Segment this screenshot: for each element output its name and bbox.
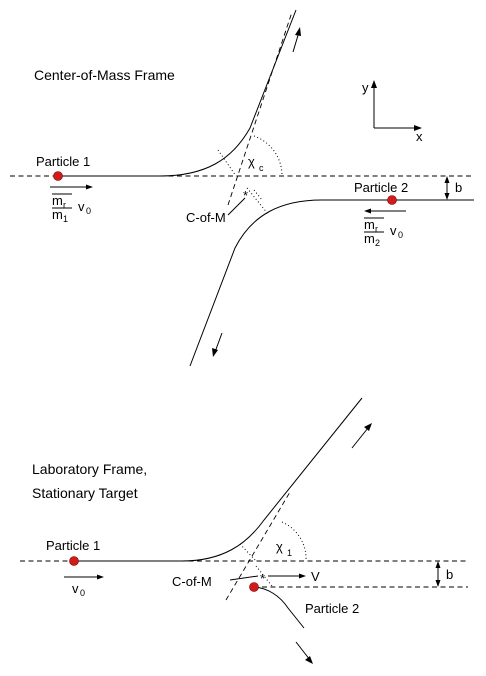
cm-com-label: C-of-M [186, 210, 226, 225]
lab-b-arrow-top [435, 561, 441, 568]
cm-trajectory-particle1 [58, 9, 297, 177]
cm-angle-label: χ c [248, 154, 264, 173]
lab-V-label: V [311, 569, 320, 584]
cm-impact-parameter: b [444, 176, 462, 200]
lab-particle1-label: Particle 1 [46, 538, 100, 553]
chi-subscript-1: 1 [287, 548, 292, 558]
cm-outgoing-arrow-particle2 [212, 332, 223, 357]
lab-angle-arc [281, 521, 307, 562]
lab-asymptote-line [225, 491, 291, 601]
cm-particle1-label: Particle 1 [36, 154, 90, 169]
y-axis-label: y [362, 80, 369, 95]
chi-symbol: χ [276, 539, 283, 554]
cm-frame-panel: Center-of-Mass Frame y x χ [10, 9, 474, 367]
lab-impact-parameter: b [435, 561, 453, 587]
cm-v1-denominator: m [52, 207, 63, 222]
cm-trajectory-particle2 [189, 199, 474, 367]
cm-velocity-particle1: m r m 1 v 0 [50, 184, 93, 224]
lab-outgoing-arrow-particle1 [351, 423, 372, 449]
lab-dotted-left [239, 543, 257, 562]
cm-dotted-right [246, 187, 269, 215]
cm-v2-numerator: m [364, 217, 375, 232]
cm-v1-numerator-sub: r [63, 200, 66, 210]
chi-symbol: χ [248, 154, 255, 169]
lab-angle-label: χ 1 [276, 539, 292, 558]
lab-v0-subscript: 0 [80, 588, 85, 598]
lab-particle2-label: Particle 2 [305, 601, 359, 616]
chi-subscript-c: c [259, 163, 264, 173]
x-axis-label: x [416, 129, 423, 144]
cm-v1-v-sub: 0 [86, 206, 91, 216]
cm-outgoing-arrow-particle1 [292, 27, 301, 53]
x-axis-arrowhead [414, 125, 422, 131]
lab-frame-title-line2: Stationary Target [32, 485, 138, 501]
lab-b-arrow-bottom [435, 580, 441, 587]
lab-trajectory-particle2 [253, 586, 305, 629]
cm-particle2-label: Particle 2 [354, 180, 408, 195]
cm-b-arrow-bottom [444, 193, 450, 200]
lab-com-label: C-of-M [172, 574, 212, 589]
lab-com-pointer [229, 575, 259, 581]
cm-v2-arrowhead [364, 208, 371, 214]
cm-v2-numerator-sub: r [375, 224, 378, 234]
lab-particle2-dot [249, 582, 259, 592]
cm-v2-denominator-sub: 2 [375, 238, 380, 248]
lab-trajectory-particle1 [74, 397, 363, 562]
lab-particle1-dot [69, 556, 79, 566]
lab-frame-title-line1: Laboratory Frame, [32, 461, 147, 477]
lab-dotted-com [255, 565, 273, 587]
cm-particle2-dot [387, 195, 397, 205]
cm-com-marker: * [243, 188, 248, 203]
cm-v1-arrowhead [86, 184, 93, 190]
cm-v1-numerator: m [52, 193, 63, 208]
cm-v1-denominator-sub: 1 [63, 214, 68, 224]
cm-b-label: b [455, 180, 462, 195]
lab-com-velocity: V [268, 569, 320, 584]
lab-com-marker: * [260, 571, 265, 586]
y-axis-arrowhead [371, 80, 377, 88]
lab-velocity-particle1: v 0 [64, 574, 104, 598]
cm-dotted-left [217, 149, 237, 177]
axes-indicator: y x [362, 80, 423, 144]
lab-v0-arrowhead [97, 574, 104, 580]
lab-V-arrowhead [299, 573, 306, 579]
cm-com-pointer [227, 197, 246, 216]
cm-v2-denominator: m [364, 231, 375, 246]
cm-v2-v: v [390, 223, 397, 238]
cm-v1-v: v [78, 199, 85, 214]
cm-b-arrow-top [444, 176, 450, 183]
lab-outgoing-arrow-particle2 [295, 641, 313, 664]
lab-b-label: b [446, 567, 453, 582]
cm-dotted-com [253, 189, 263, 201]
lab-frame-panel: Laboratory Frame, Stationary Target χ 1 [20, 397, 468, 664]
cm-particle1-dot [53, 171, 63, 181]
cm-frame-title: Center-of-Mass Frame [34, 67, 175, 83]
cm-v2-v-sub: 0 [398, 230, 403, 240]
cm-velocity-particle2: m r m 2 v 0 [364, 208, 406, 248]
lab-v0-label: v [72, 581, 79, 596]
